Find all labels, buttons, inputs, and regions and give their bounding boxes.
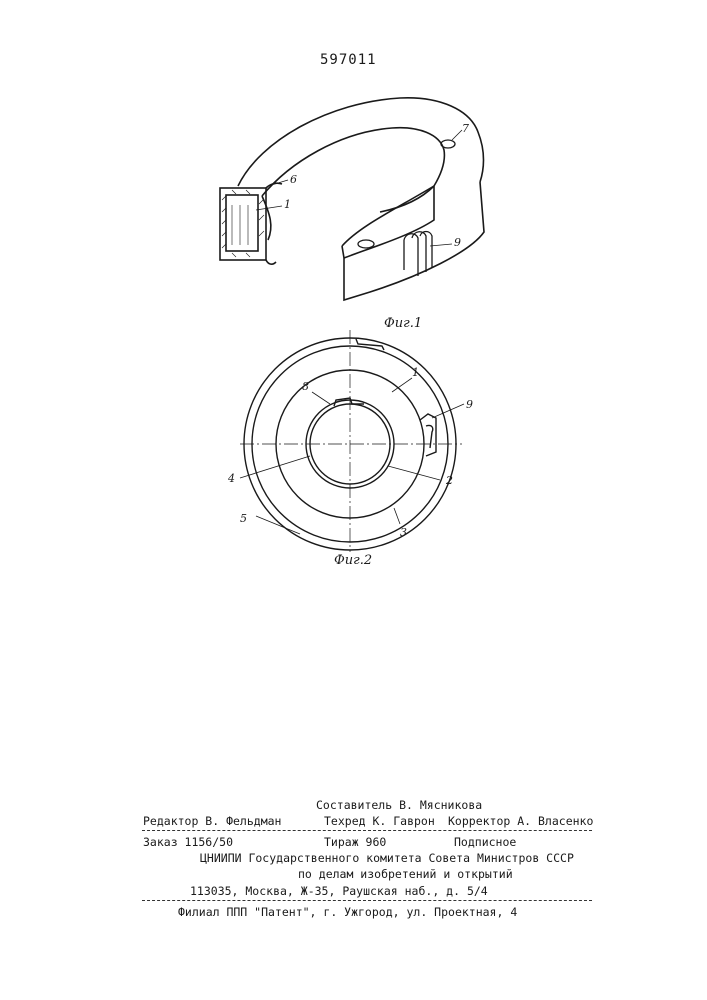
imprint-branch: Филиал ППП "Патент", г. Ужгород, ул. Про… [178, 905, 517, 919]
fig2-caption: Фиг.2 [334, 553, 372, 568]
figure-2-drawing: 1 8 9 2 4 3 5 Фиг.2 [0, 0, 707, 590]
fig2-label-2: 2 [445, 474, 453, 487]
imprint-address: 113035, Москва, Ж-35, Раушская наб., д. … [190, 884, 488, 898]
imprint-compiler: Составитель В. Мясникова [316, 798, 482, 812]
imprint-corrector: Корректор А. Власенко [448, 814, 593, 828]
fig2-label-8: 8 [302, 380, 309, 393]
fig2-label-4: 4 [227, 472, 235, 485]
imprint-order: Заказ 1156/50 [143, 835, 233, 849]
fig2-label-3: 3 [400, 526, 407, 539]
imprint-rule-bottom [142, 900, 592, 901]
imprint-circulation: Тираж 960 [324, 835, 386, 849]
imprint-org-line2: по делам изобретений и открытий [298, 867, 513, 881]
imprint-rule-top [142, 830, 592, 831]
fig2-label-5: 5 [240, 512, 247, 525]
fig2-label-1: 1 [412, 366, 419, 379]
fig2-label-9: 9 [466, 398, 473, 411]
imprint-editor: Редактор В. Фельдман [143, 814, 281, 828]
imprint-techred: Техред К. Гаврон [324, 814, 435, 828]
imprint-org-line1: ЦНИИПИ Государственного комитета Совета … [200, 851, 574, 865]
imprint-subscription: Подписное [454, 835, 516, 849]
